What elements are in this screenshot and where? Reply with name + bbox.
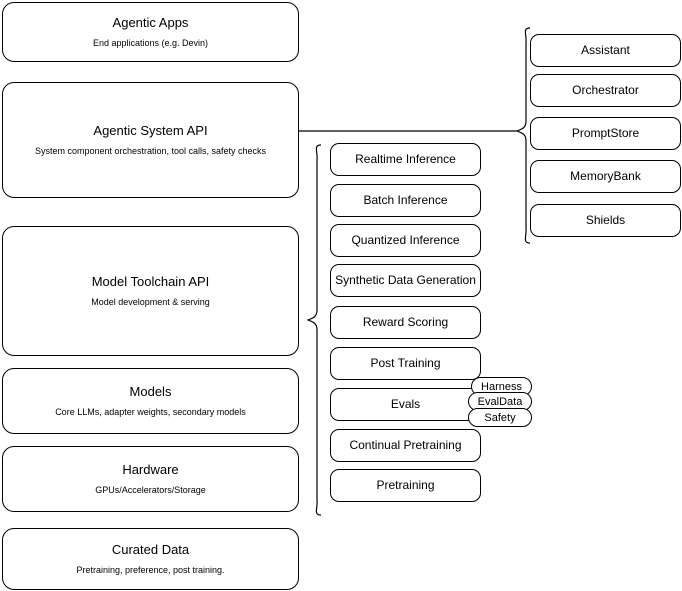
layer-subtitle: Core LLMs, adapter weights, secondary mo…	[55, 407, 246, 417]
capability-batch-inference[interactable]: Batch Inference	[330, 184, 481, 217]
capability-label: Evals	[390, 397, 421, 411]
capability-label: Synthetic Data Generation	[335, 273, 476, 287]
layer-agentic-apps[interactable]: Agentic Apps End applications (e.g. Devi…	[2, 2, 299, 62]
eval-pill-label: EvalData	[477, 395, 523, 408]
layer-subtitle: Model development & serving	[91, 297, 210, 307]
capability-realtime-inference[interactable]: Realtime Inference	[330, 143, 481, 176]
layer-hardware[interactable]: Hardware GPUs/Accelerators/Storage	[2, 446, 299, 512]
layer-title: Hardware	[122, 461, 179, 477]
layer-title: Agentic System API	[93, 122, 208, 138]
system-component-memorybank[interactable]: MemoryBank	[530, 160, 681, 193]
capability-pretraining[interactable]: Pretraining	[330, 469, 481, 502]
capability-synthetic-data-generation[interactable]: Synthetic Data Generation	[330, 264, 481, 297]
capability-label: Continual Pretraining	[349, 438, 462, 452]
capability-evals[interactable]: Evals	[330, 388, 481, 421]
eval-pill-label: Harness	[481, 380, 522, 393]
capability-quantized-inference[interactable]: Quantized Inference	[330, 224, 481, 257]
capability-label: Batch Inference	[363, 193, 448, 207]
layer-subtitle: GPUs/Accelerators/Storage	[95, 485, 206, 495]
system-components-brace	[515, 27, 531, 244]
system-component-label: Orchestrator	[572, 83, 639, 97]
layer-title: Agentic Apps	[112, 14, 189, 30]
system-component-label: MemoryBank	[570, 169, 641, 183]
layer-subtitle: System component orchestration, tool cal…	[34, 146, 267, 156]
system-component-label: PromptStore	[571, 126, 640, 140]
eval-pill-label: Safety	[484, 411, 516, 424]
layer-title: Models	[129, 383, 172, 399]
layer-title: Model Toolchain API	[91, 273, 210, 289]
layer-agentic-system-api[interactable]: Agentic System API System component orch…	[2, 82, 299, 198]
system-component-label: Shields	[585, 213, 626, 227]
layer-title: Curated Data	[111, 541, 190, 557]
system-component-assistant[interactable]: Assistant	[530, 34, 681, 67]
toolchain-brace	[306, 144, 322, 516]
capability-label: Realtime Inference	[355, 152, 456, 166]
capability-continual-pretraining[interactable]: Continual Pretraining	[330, 429, 481, 462]
layer-subtitle: End applications (e.g. Devin)	[92, 38, 209, 48]
system-component-label: Assistant	[581, 43, 630, 57]
system-component-promptstore[interactable]: PromptStore	[530, 117, 681, 150]
capability-label: Quantized Inference	[351, 233, 460, 247]
layer-models[interactable]: Models Core LLMs, adapter weights, secon…	[2, 368, 299, 434]
capability-label: Pretraining	[376, 478, 435, 492]
system-component-orchestrator[interactable]: Orchestrator	[530, 74, 681, 107]
layer-subtitle: Pretraining, preference, post training.	[76, 565, 225, 575]
capability-reward-scoring[interactable]: Reward Scoring	[330, 306, 481, 339]
eval-pill-safety[interactable]: Safety	[468, 408, 532, 427]
layer-model-toolchain-api[interactable]: Model Toolchain API Model development & …	[2, 226, 299, 356]
capability-label: Post Training	[370, 356, 441, 370]
system-component-shields[interactable]: Shields	[530, 204, 681, 237]
capability-post-training[interactable]: Post Training	[330, 347, 481, 380]
layer-curated-data[interactable]: Curated Data Pretraining, preference, po…	[2, 528, 299, 590]
capability-label: Reward Scoring	[362, 315, 449, 329]
